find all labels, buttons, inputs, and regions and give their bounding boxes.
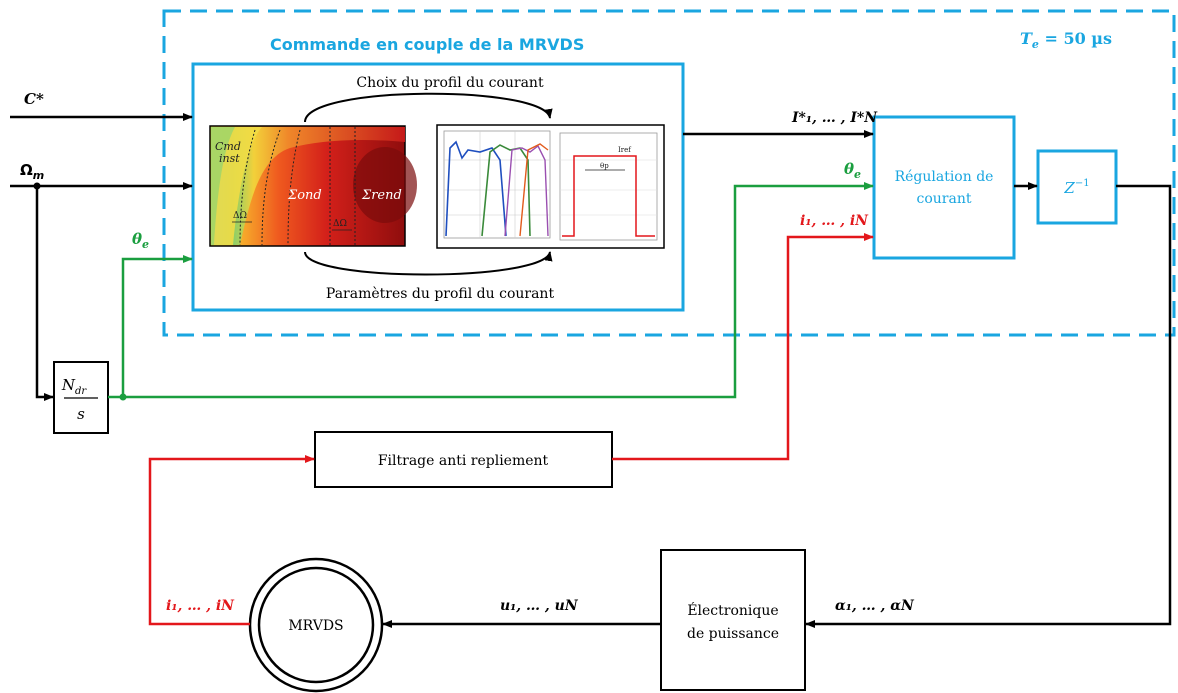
map-sigma-rend: Σrend xyxy=(361,188,402,203)
map-delta-omega-1: ΔΩ xyxy=(233,211,247,221)
mrvds-label: MRVDS xyxy=(288,618,343,634)
power-electronics-block xyxy=(660,549,806,691)
parametres-profil-label: Paramètres du profil du courant xyxy=(326,286,555,302)
commande-title: Commande en couple de la MRVDS xyxy=(270,35,584,54)
integrator-numerator: Ndr xyxy=(61,376,88,397)
filter-label: Filtrage anti repliement xyxy=(378,453,549,469)
power-electronics-label-line1: Électronique xyxy=(687,601,778,619)
choix-profil-label: Choix du profil du courant xyxy=(356,75,544,91)
map-inst-label: inst xyxy=(219,152,240,165)
iref-label: I*₁, … , I*N xyxy=(791,110,878,126)
profile-iref-label: Iref xyxy=(618,146,632,154)
theta-to-regulation xyxy=(123,182,874,399)
mrvds-currents-label: i₁, … , iN xyxy=(166,598,235,614)
omega-to-integrator xyxy=(35,186,54,401)
regulation-label-line2: courant xyxy=(917,191,972,207)
map-sigma-ond: Σond xyxy=(287,188,322,203)
filter-block xyxy=(314,431,613,488)
omega-label: Ωm xyxy=(20,161,44,182)
mrvds-current-feedback xyxy=(148,455,315,626)
regulation-block xyxy=(872,115,1016,260)
c-star-label: C* xyxy=(24,90,44,108)
delay-to-power xyxy=(805,184,1172,628)
power-electronics-label-line2: de puissance xyxy=(687,626,779,642)
choix-curve-arrow xyxy=(304,92,553,123)
duty-label: α₁, … , αN xyxy=(835,598,915,614)
theta-label-left: θe xyxy=(132,230,149,251)
parametres-curve-arrow xyxy=(304,251,553,276)
sampling-period-label: Te = 50 µs xyxy=(1020,29,1112,51)
profile-theta-label: θp xyxy=(600,162,609,170)
integrator-denominator: s xyxy=(77,405,85,423)
delay-label: Z−1 xyxy=(1063,178,1089,197)
theta-to-profile xyxy=(121,255,193,397)
mrvds-inner-circle xyxy=(257,566,375,684)
map-delta-omega-2: ΔΩ xyxy=(333,219,347,229)
regulation-label-line1: Régulation de xyxy=(895,169,994,185)
voltages-label: u₁, … , uN xyxy=(500,598,579,614)
map-cmd-label: Cmd xyxy=(215,140,241,153)
theta-label-right: θe xyxy=(844,160,861,181)
regulation-currents-label: i₁, … , iN xyxy=(800,213,869,229)
control-frame xyxy=(162,9,1176,337)
efficiency-map: Cmd inst Σond Σrend ΔΩ ΔΩ xyxy=(209,125,417,247)
filter-to-regulation xyxy=(612,233,874,461)
current-profile-image: Iref θp xyxy=(436,124,665,249)
